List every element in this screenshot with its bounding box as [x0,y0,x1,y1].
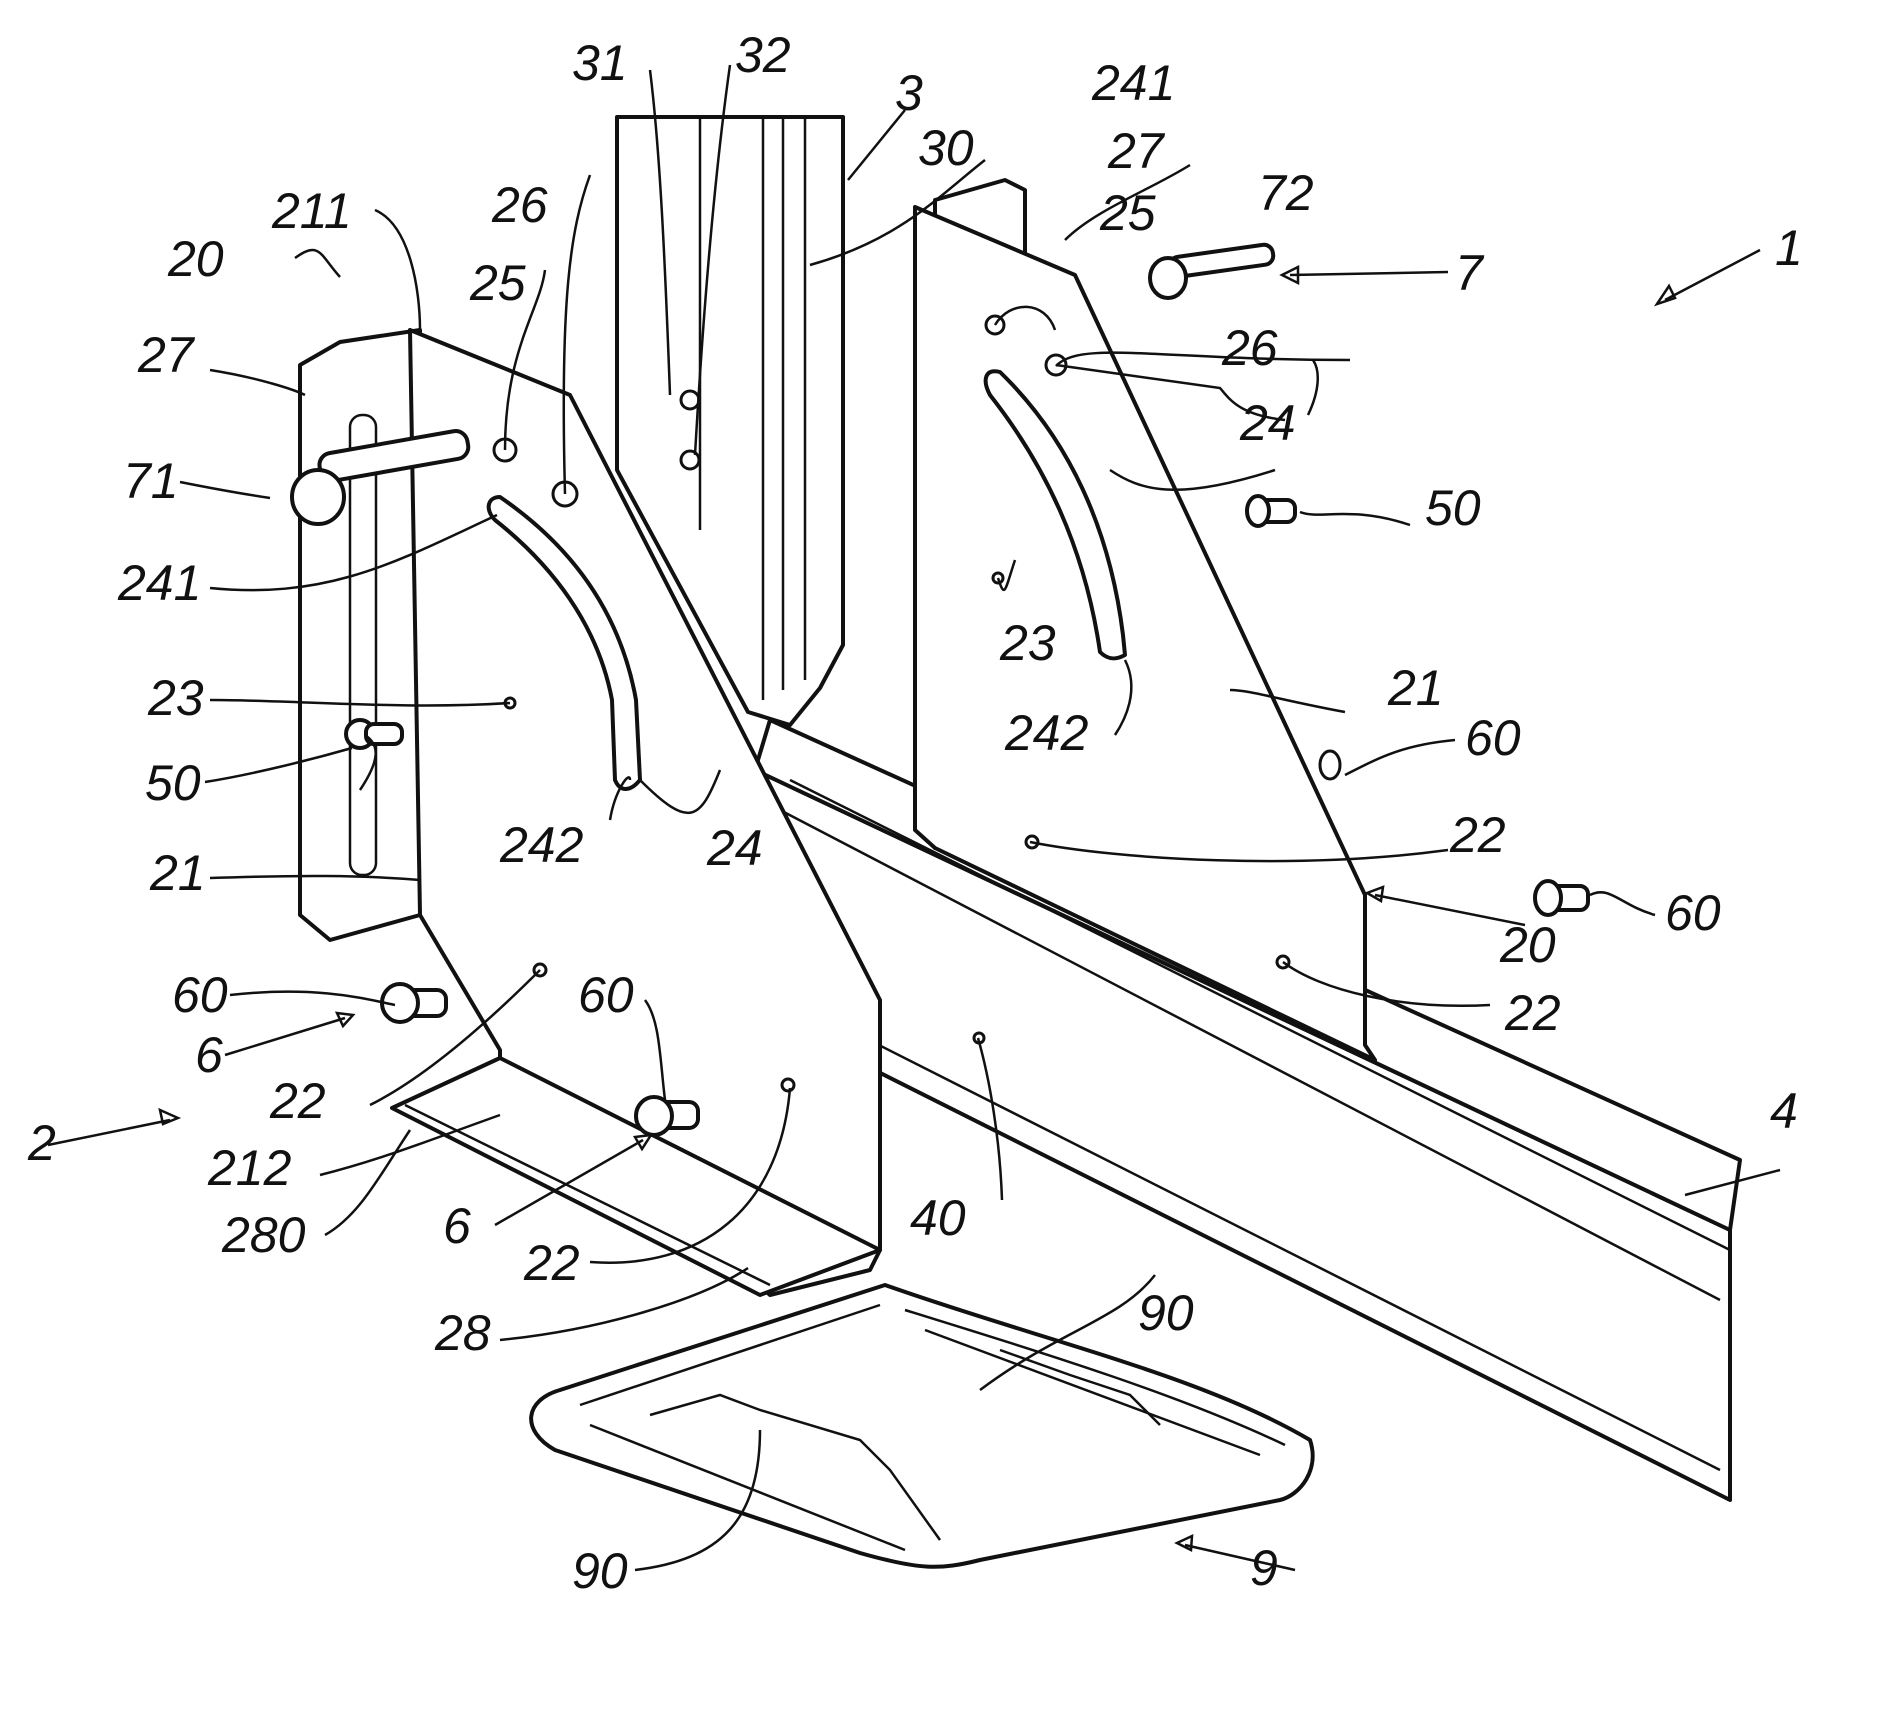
label-upright: 3 [895,65,923,121]
label-assembly: 1 [1775,220,1803,276]
label-pivot-hole-left: 25 [469,255,526,311]
label-plate-top-edge: 211 [271,183,352,239]
label-lower-hole-left-1: 22 [269,1073,326,1129]
label-bolt-head-middle: 60 [578,967,634,1023]
label-plate-bottom-edge: 212 [207,1140,292,1196]
pin-head-left [292,470,344,524]
label-center-hole-right: 23 [999,615,1056,671]
label-foot-edge: 280 [221,1207,306,1263]
label-pivot-hole-right: 25 [1099,185,1156,241]
label-rail: 4 [1770,1083,1798,1139]
label-rivet-right: 50 [1425,480,1481,536]
label-rivet-left: 50 [145,755,201,811]
lower-hole-left-2 [782,1079,794,1091]
pin-head-right [1150,258,1186,298]
label-upright-face: 30 [918,120,974,176]
label-lower-hole-right-2: 22 [1504,985,1561,1041]
label-lower-hole-left-2: 22 [523,1235,580,1291]
label-lock-hole-right: 26 [1221,320,1278,376]
label-foot-flange: 28 [434,1305,491,1361]
label-bolt-left: 6 [195,1027,223,1083]
label-upright-hole-lower: 32 [735,27,791,83]
label-pad-groove-upper: 90 [1138,1285,1194,1341]
label-arc-slot-left: 24 [706,820,763,876]
label-bracket-right: 20 [1499,917,1556,973]
label-arc-slot-right: 24 [1239,395,1296,451]
label-pin-left: 71 [123,453,179,509]
label-pad-groove-lower: 90 [572,1543,628,1599]
label-plate-right: 21 [1387,660,1444,716]
label-side-flange-left: 27 [137,327,196,383]
label-bracket-set: 2 [27,1115,56,1171]
label-bolt-head-right-upper: 60 [1465,710,1521,766]
label-slot-end-top-right: 241 [1091,55,1175,111]
label-plate-left: 21 [149,845,206,901]
upright-hole-upper [681,391,699,409]
label-slot-end-bottom-left: 242 [499,817,584,873]
base-pad [531,1285,1313,1567]
label-pin: 7 [1455,245,1485,301]
label-rail-hole: 40 [910,1190,966,1246]
label-upright-hole-upper: 31 [572,35,628,91]
label-pin-right: 72 [1258,165,1314,221]
label-bolt-middle: 6 [443,1198,471,1254]
label-base-pad: 9 [1250,1540,1278,1596]
label-bracket-left: 20 [167,231,224,287]
label-lower-hole-right-1: 22 [1449,807,1506,863]
label-bolt-head-right-lower: 60 [1665,885,1721,941]
label-lock-hole-left: 26 [491,177,548,233]
label-side-flange-right: 27 [1107,123,1166,179]
label-center-hole-left: 23 [147,670,204,726]
label-slot-end-top-left: 241 [117,555,201,611]
label-slot-end-bottom-right: 242 [1004,705,1089,761]
label-bolt-head-left: 60 [172,967,228,1023]
bolt-head-right [1320,751,1340,779]
